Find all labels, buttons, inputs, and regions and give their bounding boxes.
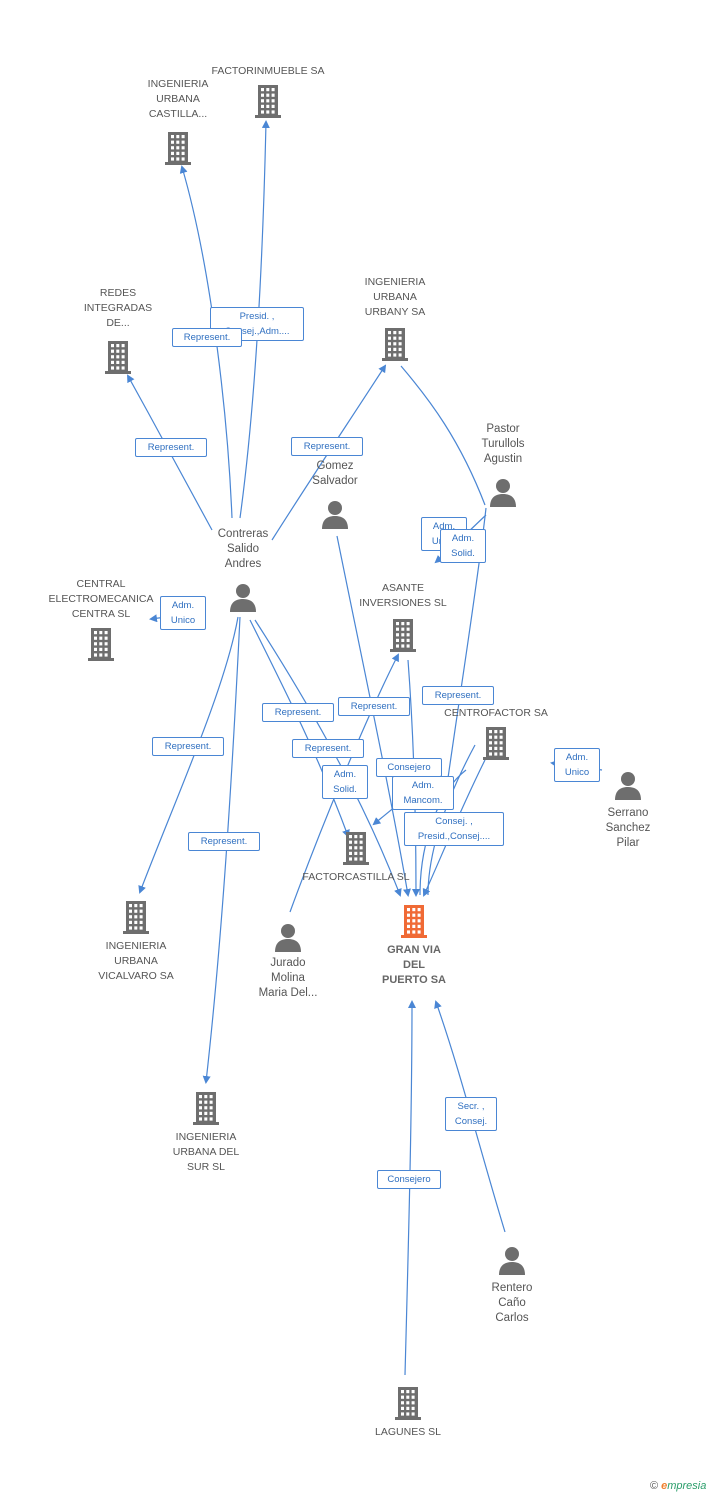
relation-label[interactable]: Secr. , Consej. xyxy=(445,1097,497,1131)
node-ing-vicalvaro[interactable]: INGENIERIA URBANA VICALVARO SA xyxy=(88,899,184,984)
main-company-building-icon xyxy=(401,905,427,938)
brand-e: e xyxy=(661,1480,668,1492)
edge-3 xyxy=(127,374,213,531)
node-label: LAGUNES SL xyxy=(375,1426,441,1438)
node-jurado[interactable]: Jurado Molina Maria Del... xyxy=(240,922,336,1001)
node-ing-urbany[interactable]: INGENIERIA URBANA URBANY SA xyxy=(345,275,445,362)
node-label: INGENIERIA URBANA URBANY SA xyxy=(364,276,426,318)
person-icon xyxy=(275,924,301,952)
building-icon xyxy=(382,328,408,361)
node-gomez[interactable]: Gomez Salvador xyxy=(290,459,380,529)
edge-10 xyxy=(202,616,241,1084)
relation-label[interactable]: Represent. xyxy=(188,832,260,851)
node-label: INGENIERIA URBANA DEL SUR SL xyxy=(172,1131,240,1173)
node-label: Rentero Caño Carlos xyxy=(491,1282,533,1324)
node-granvia[interactable]: GRAN VIA DEL PUERTO SA xyxy=(366,903,462,988)
relation-label[interactable]: Adm. Solid. xyxy=(440,529,486,563)
node-serrano[interactable]: Serrano Sanchez Pilar xyxy=(588,770,668,851)
brand-logo: ©empresia xyxy=(650,1480,706,1492)
relation-label[interactable]: Consejero xyxy=(377,1170,441,1189)
node-centrofactor[interactable]: CENTROFACTOR SA xyxy=(436,706,556,761)
edge-11 xyxy=(249,619,350,838)
node-factorcastilla[interactable]: FACTORCASTILLA SL xyxy=(288,830,424,885)
node-label: CENTROFACTOR SA xyxy=(444,707,548,719)
relation-label[interactable]: Represent. xyxy=(262,703,334,722)
copyright-icon: © xyxy=(650,1480,659,1492)
relation-label[interactable]: Represent. xyxy=(291,437,363,456)
node-label: Contreras Salido Andres xyxy=(217,528,269,570)
node-redes[interactable]: REDES INTEGRADAS DE... xyxy=(70,286,166,375)
node-label: FACTORINMUEBLE SA xyxy=(211,65,325,77)
node-rentero[interactable]: Rentero Caño Carlos xyxy=(472,1245,552,1326)
building-icon xyxy=(88,628,114,661)
relation-label[interactable]: Adm. Unico xyxy=(554,748,600,782)
node-label: INGENIERIA URBANA VICALVARO SA xyxy=(98,940,174,982)
edge-13 xyxy=(336,535,411,897)
node-lagunes[interactable]: LAGUNES SL xyxy=(350,1385,466,1440)
building-icon xyxy=(123,901,149,934)
node-contreras[interactable]: Contreras Salido Andres xyxy=(195,527,291,612)
node-label: CENTRAL ELECTROMECANICA CENTRA SL xyxy=(48,578,154,620)
relation-label[interactable]: Represent. xyxy=(292,739,364,758)
building-icon xyxy=(105,341,131,374)
node-ing-sur[interactable]: INGENIERIA URBANA DEL SUR SL xyxy=(158,1090,254,1175)
building-icon xyxy=(390,619,416,652)
node-label: FACTORCASTILLA SL xyxy=(302,871,410,883)
relation-label[interactable]: Adm. Solid. xyxy=(322,765,368,799)
relation-label[interactable]: Represent. xyxy=(135,438,207,457)
person-icon xyxy=(499,1247,525,1275)
node-label: Jurado Molina Maria Del... xyxy=(258,957,318,999)
node-label: ASANTE INVERSIONES SL xyxy=(359,582,447,609)
person-icon xyxy=(615,772,641,800)
building-icon xyxy=(395,1387,421,1420)
person-icon xyxy=(322,501,348,529)
relation-label[interactable]: Represent. xyxy=(422,686,494,705)
relation-label[interactable]: Adm. Mancom. xyxy=(392,776,454,810)
building-icon xyxy=(255,85,281,118)
node-label: GRAN VIA DEL PUERTO SA xyxy=(382,944,446,986)
person-icon xyxy=(490,479,516,507)
node-pastor[interactable]: Pastor Turullols Agustin xyxy=(455,422,551,507)
node-central[interactable]: CENTRAL ELECTROMECANICA CENTRA SL xyxy=(38,577,164,662)
node-label: INGENIERIA URBANA CASTILLA... xyxy=(147,78,209,120)
node-factorinmueble[interactable]: FACTORINMUEBLE SA xyxy=(200,64,336,119)
node-label: Pastor Turullols Agustin xyxy=(481,423,525,465)
building-icon xyxy=(343,832,369,865)
relation-label[interactable]: Represent. xyxy=(338,697,410,716)
relation-label[interactable]: Adm. Unico xyxy=(160,596,206,630)
brand-rest: mpresia xyxy=(667,1480,707,1492)
person-icon xyxy=(230,584,256,612)
building-icon xyxy=(193,1092,219,1125)
relation-label[interactable]: Represent. xyxy=(172,328,242,347)
node-label: Gomez Salvador xyxy=(312,460,358,487)
node-label: REDES INTEGRADAS DE... xyxy=(83,287,153,329)
node-ing-castilla[interactable]: INGENIERIA URBANA CASTILLA... xyxy=(130,77,226,166)
building-icon xyxy=(165,132,191,165)
relation-label[interactable]: Consejero xyxy=(376,758,442,777)
building-icon xyxy=(483,727,509,760)
node-asante[interactable]: ASANTE INVERSIONES SL xyxy=(345,581,461,653)
node-label: Serrano Sanchez Pilar xyxy=(605,807,651,849)
edge-6 xyxy=(400,365,486,506)
edge-21 xyxy=(404,1000,416,1376)
relation-label[interactable]: Consej. , Presid.,Consej.... xyxy=(404,812,504,846)
relation-label[interactable]: Represent. xyxy=(152,737,224,756)
edge-2 xyxy=(239,120,270,519)
